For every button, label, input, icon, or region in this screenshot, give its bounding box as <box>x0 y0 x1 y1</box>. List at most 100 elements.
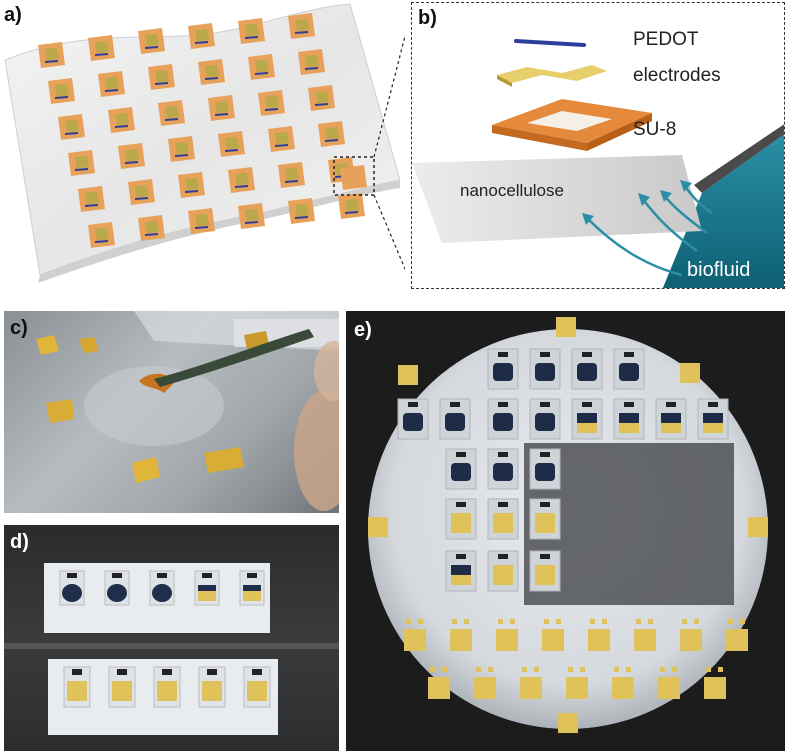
device-a <box>148 64 175 90</box>
panel-a-label: a) <box>4 4 22 26</box>
device-a <box>278 162 305 188</box>
electrodes-layer <box>497 65 607 83</box>
device-a-highlighted <box>340 165 367 190</box>
device-e <box>529 398 561 440</box>
device-a <box>78 186 105 212</box>
electrode-pad <box>680 619 702 651</box>
panel-d-label: d) <box>10 531 29 553</box>
nanocellulose-sheet <box>412 155 702 243</box>
device-e <box>487 448 519 490</box>
device-a <box>288 13 315 39</box>
device-a <box>258 90 285 116</box>
electrode-pad <box>634 619 656 651</box>
device-e <box>487 398 519 440</box>
device-d-bottom <box>153 666 181 708</box>
device-a <box>48 78 75 104</box>
panel-c-label: c) <box>10 317 28 339</box>
device-a <box>88 222 115 248</box>
device-e <box>613 398 645 440</box>
device-e <box>655 398 687 440</box>
panel-b: b) <box>411 2 785 289</box>
device-a <box>288 198 315 224</box>
panel-e: e) <box>346 311 785 751</box>
panel-a-illustration <box>4 3 405 283</box>
device-a <box>138 215 165 241</box>
device-d-bottom <box>63 666 91 708</box>
device-a <box>88 35 115 61</box>
device-a <box>268 126 295 152</box>
panel-d: d) <box>4 525 339 751</box>
device-a <box>128 179 155 205</box>
panel-b-label: b) <box>418 7 437 29</box>
electrode-pad <box>520 667 542 699</box>
label-pedot: PEDOT <box>633 29 699 50</box>
gold-pad <box>556 317 576 337</box>
device-a <box>108 107 135 133</box>
gold-pad <box>398 365 418 385</box>
electrode-pad <box>474 667 496 699</box>
device-e <box>529 550 561 592</box>
device-e <box>529 348 561 390</box>
device-e <box>445 448 477 490</box>
device-e <box>487 348 519 390</box>
pedot-layer <box>514 39 586 47</box>
device-e <box>445 498 477 540</box>
electrode-pad <box>726 619 748 651</box>
device-d-top <box>59 570 85 606</box>
device-a <box>318 121 345 147</box>
device-e <box>397 398 429 440</box>
device-a <box>218 131 245 157</box>
device-e <box>697 398 729 440</box>
device-a <box>248 54 275 80</box>
panel-e-photo <box>368 317 768 733</box>
device-a <box>188 23 215 49</box>
gold-pad <box>558 713 578 733</box>
label-nanocellulose: nanocellulose <box>460 181 564 200</box>
electrode-pad <box>612 667 634 699</box>
device-a <box>68 150 95 176</box>
device-e <box>571 398 603 440</box>
device-a <box>228 167 255 193</box>
device-e <box>529 498 561 540</box>
label-su8: SU-8 <box>633 119 677 140</box>
panel-d-photo <box>4 563 339 735</box>
label-biofluid: biofluid <box>687 259 751 281</box>
device-e <box>529 448 561 490</box>
device-d-top <box>104 570 130 606</box>
device-a <box>238 203 265 229</box>
electrode-pad <box>542 619 564 651</box>
electrode-pad <box>588 619 610 651</box>
electrode-pad <box>704 667 726 699</box>
device-a <box>38 42 65 68</box>
device-e <box>487 550 519 592</box>
label-electrodes: electrodes <box>633 65 721 86</box>
panel-a: a) <box>0 0 405 290</box>
device-e <box>613 348 645 390</box>
electrode-pad <box>658 667 680 699</box>
electrode-pad <box>428 667 450 699</box>
device-a <box>168 136 195 162</box>
device-a <box>138 28 165 54</box>
device-a <box>178 172 205 198</box>
device-d-top <box>149 570 175 606</box>
device-e <box>571 348 603 390</box>
device-a <box>308 85 335 111</box>
device-a <box>198 59 225 85</box>
device-a <box>118 143 145 169</box>
panel-c: c) <box>4 311 339 513</box>
gold-pad <box>680 363 700 383</box>
device-a <box>238 18 265 44</box>
device-d-bottom <box>108 666 136 708</box>
device-e <box>439 398 471 440</box>
gold-pad <box>368 517 388 537</box>
device-a <box>158 100 185 126</box>
panel-b-illustration <box>412 39 784 288</box>
device-e <box>487 498 519 540</box>
panel-c-photo <box>36 311 339 511</box>
device-a <box>58 114 85 140</box>
device-d-bottom <box>243 666 271 708</box>
device-d-top <box>239 570 265 606</box>
electrode-pad <box>496 619 518 651</box>
electrode-pad <box>450 619 472 651</box>
device-d-bottom <box>198 666 226 708</box>
